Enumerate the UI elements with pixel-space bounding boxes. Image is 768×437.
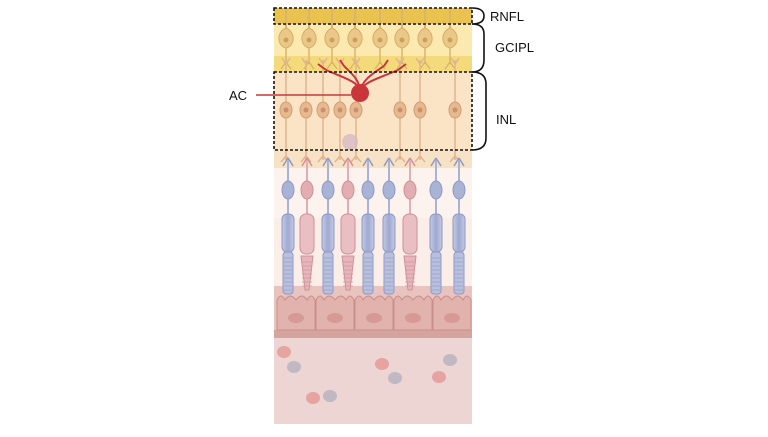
gcipl-bracket <box>471 23 485 73</box>
bipolar-nucleus <box>303 107 309 113</box>
cone-inner-segment <box>340 213 356 255</box>
rpe-nucleus <box>366 313 382 323</box>
blood-cell-icon <box>388 372 402 384</box>
cone-cell-icon <box>300 255 314 291</box>
ac-label: AC <box>229 88 248 103</box>
ganglion-nucleus <box>447 37 453 43</box>
cone-nucleus <box>341 180 355 200</box>
layer-ipl <box>274 56 472 72</box>
rod-inner-segment <box>452 213 466 253</box>
rod-inner-segment <box>321 213 335 253</box>
rnfl-bracket <box>471 7 485 25</box>
rod-nucleus <box>452 180 466 200</box>
rod-cell-icon <box>282 251 294 295</box>
rpe-nucleus <box>405 313 421 323</box>
rpe-nucleus <box>288 313 304 323</box>
rod-nucleus <box>321 180 335 200</box>
rod-cell-icon <box>453 251 465 295</box>
rpe-nucleus <box>327 313 343 323</box>
cone-synapse <box>404 157 416 167</box>
inl-dashed-box <box>273 71 473 151</box>
rod-synapse <box>322 157 334 167</box>
bipolar-nucleus <box>320 107 326 113</box>
bipolar-nucleus <box>337 107 343 113</box>
rod-synapse <box>453 157 465 167</box>
ganglion-nucleus <box>329 37 335 43</box>
blood-cell-icon <box>323 390 337 402</box>
rod-cell-icon <box>322 251 334 295</box>
bipolar-nucleus <box>417 107 423 113</box>
blood-cell-icon <box>277 346 291 358</box>
gcipl-label: GCIPL <box>495 40 535 55</box>
cone-synapse <box>342 157 354 167</box>
cone-nucleus <box>403 180 417 200</box>
bipolar-nucleus <box>353 107 359 113</box>
ganglion-nucleus <box>352 37 358 43</box>
blood-cell-icon <box>287 361 301 373</box>
inl-label: INL <box>496 112 517 127</box>
rod-cell-icon <box>430 251 442 295</box>
inl-bracket <box>471 71 487 151</box>
bipolar-nucleus <box>452 107 458 113</box>
rnfl-dashed-box <box>273 7 473 25</box>
rod-inner-segment <box>429 213 443 253</box>
rod-inner-segment <box>361 213 375 253</box>
cone-inner-segment <box>299 213 315 255</box>
bipolar-nucleus <box>397 107 403 113</box>
cone-cell-icon <box>403 255 417 291</box>
cone-synapse <box>301 157 313 167</box>
rod-synapse <box>430 157 442 167</box>
blood-cell-icon <box>432 371 446 383</box>
rod-nucleus <box>429 180 443 200</box>
rod-inner-segment <box>281 213 295 253</box>
rnfl-label: RNFL <box>490 9 524 24</box>
ganglion-nucleus <box>422 37 428 43</box>
bruchs-membrane <box>274 330 472 338</box>
horizontal-cell-icon <box>342 134 358 150</box>
amacrine-cell-icon <box>317 59 407 102</box>
rod-cell-icon <box>383 251 395 295</box>
ganglion-nucleus <box>399 37 405 43</box>
ganglion-nucleus <box>283 37 289 43</box>
retina-cells <box>276 8 472 331</box>
rod-synapse <box>383 157 395 167</box>
layer-rnfl <box>274 8 472 24</box>
blood-cell-icon <box>306 392 320 404</box>
rpe-nucleus <box>444 313 460 323</box>
cone-inner-segment <box>402 213 418 255</box>
rod-nucleus <box>361 180 375 200</box>
bipolar-nucleus <box>283 107 289 113</box>
rod-cell-icon <box>362 251 374 295</box>
cone-cell-icon <box>341 255 355 291</box>
blood-cell-icon <box>375 358 389 370</box>
rod-inner-segment <box>382 213 396 253</box>
ganglion-nucleus <box>306 37 312 43</box>
ganglion-nucleus <box>377 37 383 43</box>
rod-synapse <box>282 157 294 167</box>
rod-synapse <box>362 157 374 167</box>
cone-nucleus <box>300 180 314 200</box>
rod-nucleus <box>281 180 295 200</box>
rod-nucleus <box>382 180 396 200</box>
blood-cell-icon <box>443 354 457 366</box>
choroid-blood-cells <box>277 346 457 404</box>
